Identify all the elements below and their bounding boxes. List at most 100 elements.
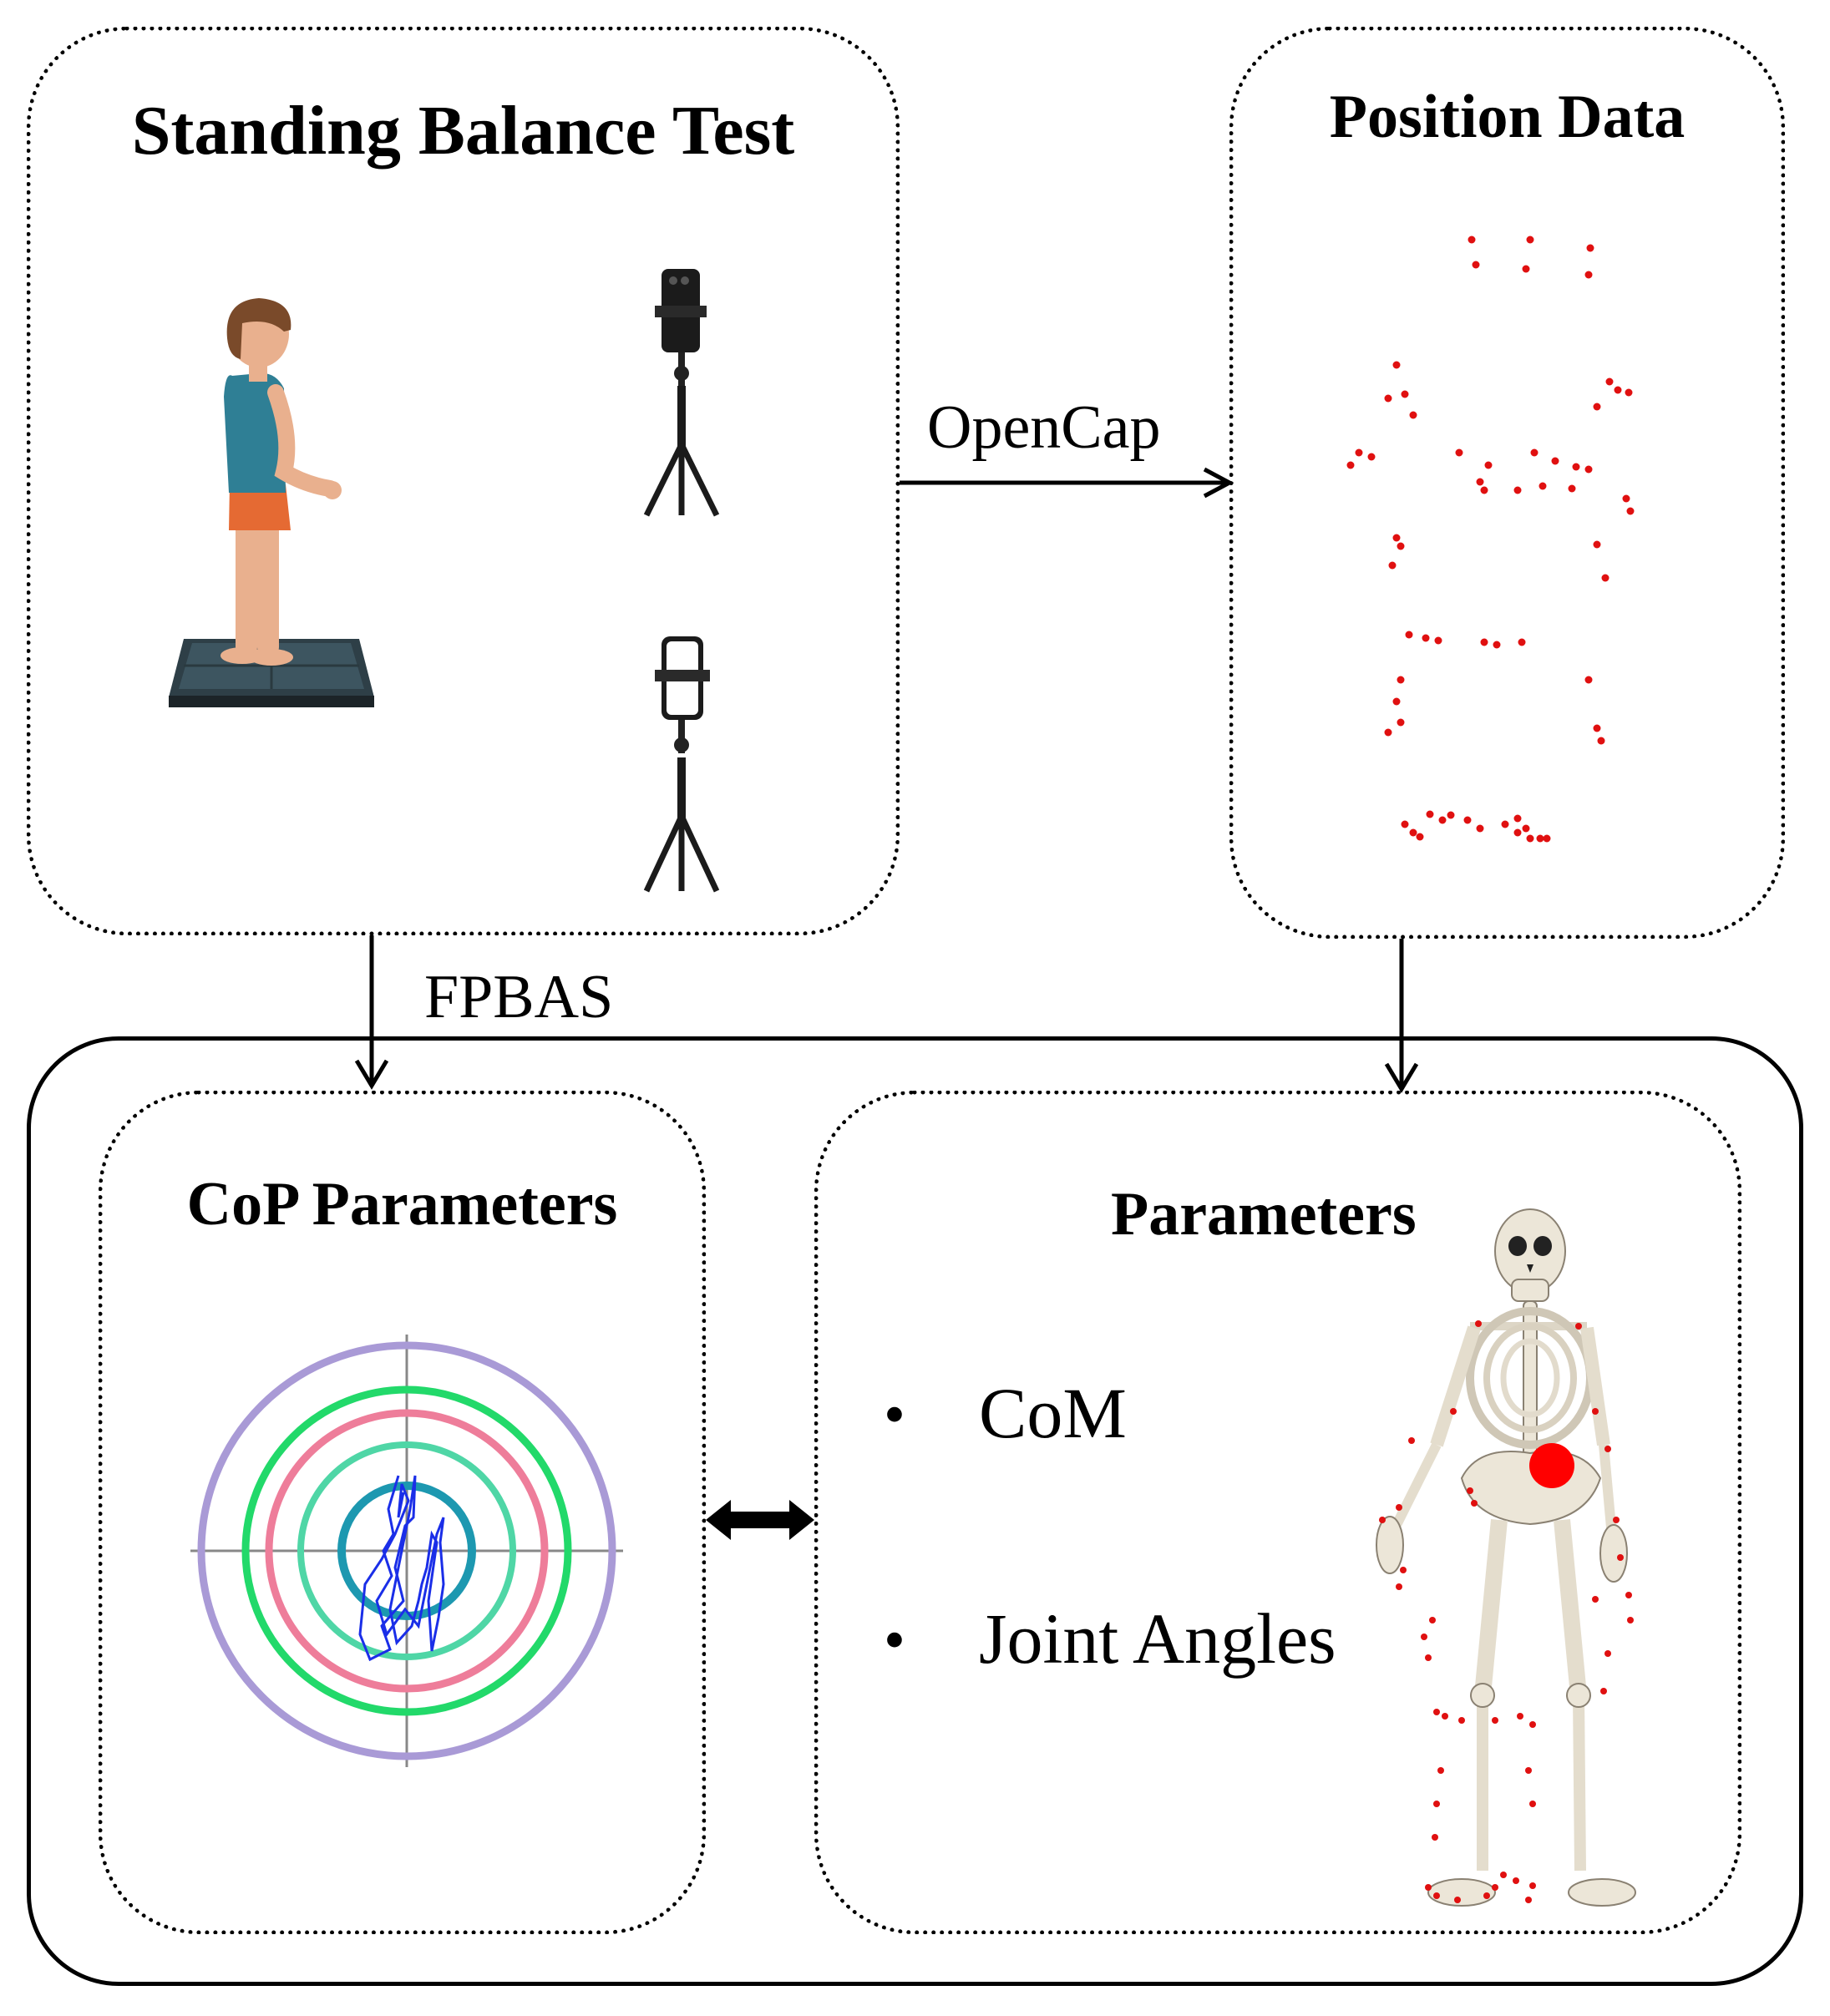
marker-dot: [1472, 261, 1480, 269]
skeleton-marker-dot: [1627, 1617, 1634, 1623]
skeleton-marker-dot: [1617, 1554, 1624, 1561]
marker-cloud: [1346, 236, 1635, 843]
fpbas-arrow: [354, 935, 389, 1090]
param-item-com: CoM: [979, 1373, 1127, 1453]
marker-dot: [1513, 828, 1522, 837]
skeleton-marker-dot: [1513, 1877, 1519, 1884]
marker-dot: [1625, 388, 1633, 397]
skeleton-marker-dot: [1396, 1504, 1402, 1511]
skeleton-marker-dot: [1450, 1408, 1457, 1415]
analysis-panel: [27, 1036, 1803, 1986]
skeleton-marker-dot: [1483, 1892, 1490, 1899]
marker-dot: [1626, 507, 1635, 515]
marker-dot: [1401, 820, 1409, 828]
marker-dot: [1405, 631, 1413, 639]
marker-dot: [1367, 453, 1376, 461]
skeleton-marker-dot: [1437, 1767, 1444, 1774]
marker-dot: [1530, 448, 1539, 457]
marker-dot: [1476, 824, 1484, 833]
marker-dot: [1484, 461, 1493, 469]
marker-dot: [1455, 448, 1463, 457]
marker-dot: [1522, 824, 1530, 833]
marker-dot: [1346, 461, 1355, 469]
marker-dot: [1593, 540, 1601, 549]
marker-dot: [1536, 834, 1544, 843]
skeleton-marker-dot: [1600, 1688, 1607, 1694]
cop-trace: [358, 1475, 445, 1662]
skeleton-marker-dot: [1517, 1713, 1523, 1720]
skeleton-marker-dot: [1421, 1634, 1427, 1640]
marker-dot: [1480, 638, 1488, 646]
skeleton-marker-dot: [1604, 1650, 1611, 1657]
standing-balance-panel: [27, 27, 900, 935]
skeleton-marker-dot: [1429, 1617, 1436, 1623]
marker-dot: [1568, 484, 1576, 493]
marker-dot: [1493, 641, 1501, 649]
skeleton-markers: [1379, 1320, 1634, 1903]
marker-dot: [1401, 390, 1409, 398]
skeleton-marker-dot: [1433, 1892, 1440, 1899]
marker-dot: [1422, 634, 1430, 642]
cop-target-plot: [190, 1335, 623, 1767]
skeleton-marker-dot: [1379, 1517, 1386, 1523]
skeleton-marker-dot: [1471, 1500, 1478, 1507]
skeleton-marker-dot: [1467, 1487, 1473, 1494]
marker-dot: [1397, 718, 1405, 727]
marker-dot: [1447, 811, 1455, 819]
marker-dot: [1392, 361, 1401, 369]
marker-dot: [1584, 676, 1593, 684]
marker-dot: [1392, 697, 1401, 706]
marker-dot: [1597, 737, 1605, 745]
marker-dot: [1397, 542, 1405, 550]
marker-dot: [1438, 816, 1447, 824]
bidirectional-arrow: [706, 1500, 814, 1540]
marker-dot: [1622, 494, 1630, 503]
marker-dot: [1539, 482, 1547, 490]
marker-dot: [1480, 486, 1488, 494]
skeleton-marker-dot: [1408, 1437, 1415, 1444]
marker-dot: [1355, 448, 1363, 457]
skeleton-marker-dot: [1396, 1583, 1402, 1590]
cop-parameters-panel: [99, 1091, 706, 1934]
cop-parameters-title: CoP Parameters: [186, 1170, 618, 1238]
marker-dot: [1522, 265, 1530, 273]
skeleton-marker-dot: [1492, 1884, 1498, 1891]
skeleton-marker-dot: [1442, 1713, 1448, 1720]
marker-dot: [1416, 833, 1424, 841]
com-marker: [1529, 1443, 1574, 1488]
marker-dot: [1614, 386, 1622, 394]
marker-dot: [1518, 638, 1526, 646]
opencap-arrow: [900, 467, 1234, 499]
skeleton-marker-dot: [1529, 1882, 1536, 1889]
marker-dot: [1605, 377, 1614, 386]
marker-dot: [1526, 834, 1534, 843]
marker-dot: [1397, 676, 1405, 684]
skeleton-marker-dot: [1592, 1408, 1599, 1415]
phone-tripod-icon: [643, 269, 720, 517]
skeleton-marker-dot: [1592, 1596, 1599, 1603]
skeleton-marker-dot: [1525, 1767, 1532, 1774]
skeleton-marker-dot: [1432, 1834, 1438, 1841]
skeleton-marker-dot: [1604, 1446, 1611, 1452]
marker-dot: [1526, 236, 1534, 244]
skeleton-marker-dot: [1575, 1323, 1582, 1330]
standing-balance-title: Standing Balance Test: [131, 92, 795, 170]
skeleton-marker-dot: [1525, 1897, 1532, 1903]
marker-dot: [1392, 534, 1401, 542]
skeleton-marker-dot: [1425, 1884, 1432, 1891]
bullet-dot: •: [884, 1380, 905, 1449]
skeleton-marker-dot: [1433, 1801, 1440, 1807]
phone-tripod-icon: [643, 636, 720, 893]
skeleton-marker-dot: [1529, 1721, 1536, 1728]
skeleton-marker-dot: [1433, 1709, 1440, 1715]
skeleton-marker-dot: [1500, 1872, 1507, 1878]
marker-dot: [1384, 394, 1392, 403]
marker-dot: [1551, 457, 1559, 465]
parameters-panel: [814, 1091, 1741, 1934]
marker-dot: [1584, 271, 1593, 279]
marker-dot: [1468, 236, 1476, 244]
skeleton-marker-dot: [1400, 1567, 1407, 1573]
skeleton-marker-dot: [1529, 1801, 1536, 1807]
marker-dot: [1463, 816, 1472, 824]
marker-dot: [1434, 636, 1442, 645]
